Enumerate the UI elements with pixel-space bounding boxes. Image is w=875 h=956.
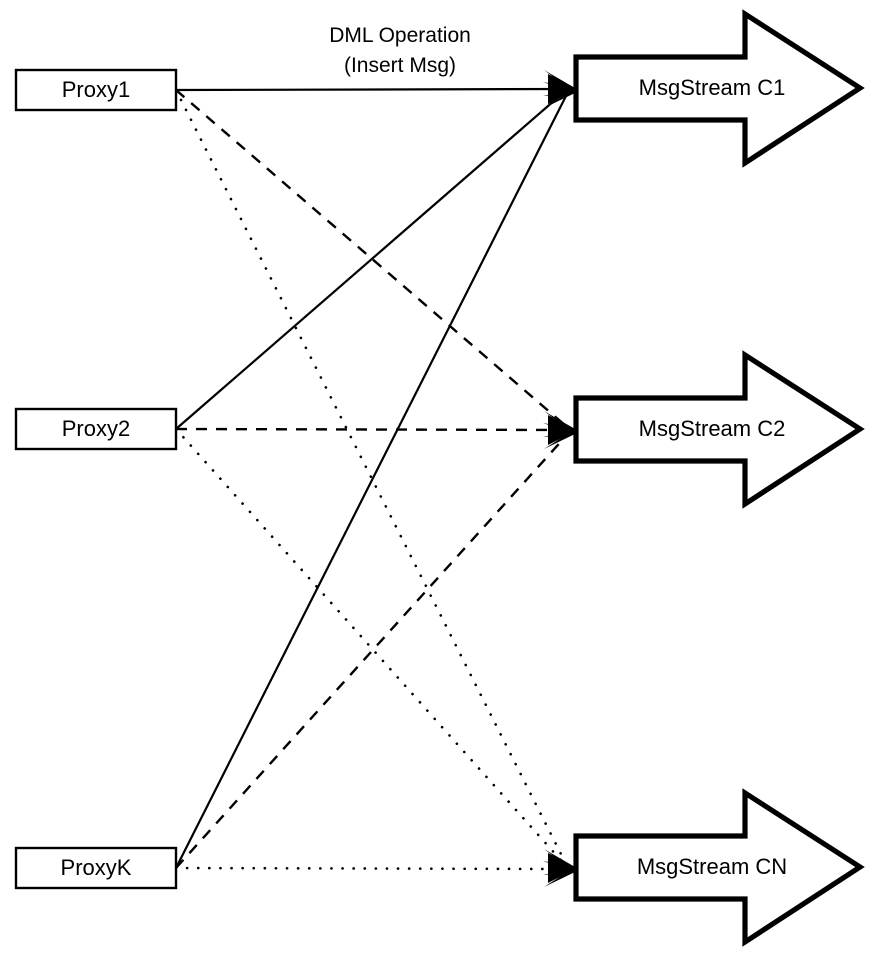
connection-proxyk-to-c2 xyxy=(175,435,567,869)
stream-node-msgstream-cn[interactable]: MsgStream CN xyxy=(573,788,865,947)
arrowhead-cn-spike-3 xyxy=(544,867,575,887)
proxy-label-proxy1: Proxy1 xyxy=(62,77,130,102)
connection-proxy1-to-c2 xyxy=(175,89,567,427)
arrowhead-cn-spike-2 xyxy=(543,867,575,875)
arrowhead-c2 xyxy=(543,411,577,449)
arrowhead-c1-spike-3 xyxy=(544,88,575,108)
proxy-node-proxy1[interactable]: Proxy1 xyxy=(14,68,178,112)
edge-caption-line1: DML Operation xyxy=(329,24,471,47)
proxy-label-proxy2: Proxy2 xyxy=(62,416,130,441)
stream-arrow-shape-msgstream-c2[interactable] xyxy=(573,350,865,509)
proxy-box-proxy2[interactable] xyxy=(14,407,178,451)
stream-arrow-shape-msgstream-cn[interactable] xyxy=(573,788,865,947)
stream-label-msgstream-cn: MsgStream CN xyxy=(637,854,787,879)
arrowhead-c1-spike-2 xyxy=(543,88,575,96)
edge-caption: DML Operation (Insert Msg) xyxy=(329,24,471,77)
stream-arrow-shape-msgstream-c1[interactable] xyxy=(573,9,865,168)
connection-proxy1-to-c1 xyxy=(175,87,567,92)
connection-proxy2-to-cn xyxy=(174,427,568,868)
stream-node-msgstream-c1[interactable]: MsgStream C1 xyxy=(573,9,865,168)
proxy-label-proxyk: ProxyK xyxy=(61,855,132,880)
edge-caption-line2: (Insert Msg) xyxy=(344,54,456,77)
stream-node-msgstream-c2[interactable]: MsgStream C2 xyxy=(573,350,865,509)
connection-proxyk-to-cn xyxy=(174,866,568,871)
arrowheads-layer xyxy=(543,70,577,887)
arrowhead-c1-triangle xyxy=(548,74,577,104)
proxy-box-proxy1[interactable] xyxy=(14,68,178,112)
stream-label-msgstream-c1: MsgStream C1 xyxy=(639,75,786,100)
connection-proxy2-to-c1 xyxy=(175,92,564,430)
arrowhead-c2-spike-3 xyxy=(544,429,575,449)
proxy-node-proxy2[interactable]: Proxy2 xyxy=(14,407,178,451)
arrowhead-cn-triangle xyxy=(548,853,577,883)
stream-label-msgstream-c2: MsgStream C2 xyxy=(639,416,786,441)
connection-proxy1-to-cn xyxy=(174,88,568,866)
connection-proxy2-to-c2 xyxy=(175,427,567,432)
arrowhead-c2-triangle xyxy=(548,415,577,445)
connection-proxyk-to-c1 xyxy=(175,95,567,869)
arrowhead-c2-spike-2 xyxy=(543,429,575,437)
proxy-node-proxyk[interactable]: ProxyK xyxy=(14,846,178,890)
proxy-box-proxyk[interactable] xyxy=(14,846,178,890)
arrowhead-cn xyxy=(543,849,577,887)
connections-layer xyxy=(174,87,568,871)
arrowhead-c1 xyxy=(543,70,577,108)
